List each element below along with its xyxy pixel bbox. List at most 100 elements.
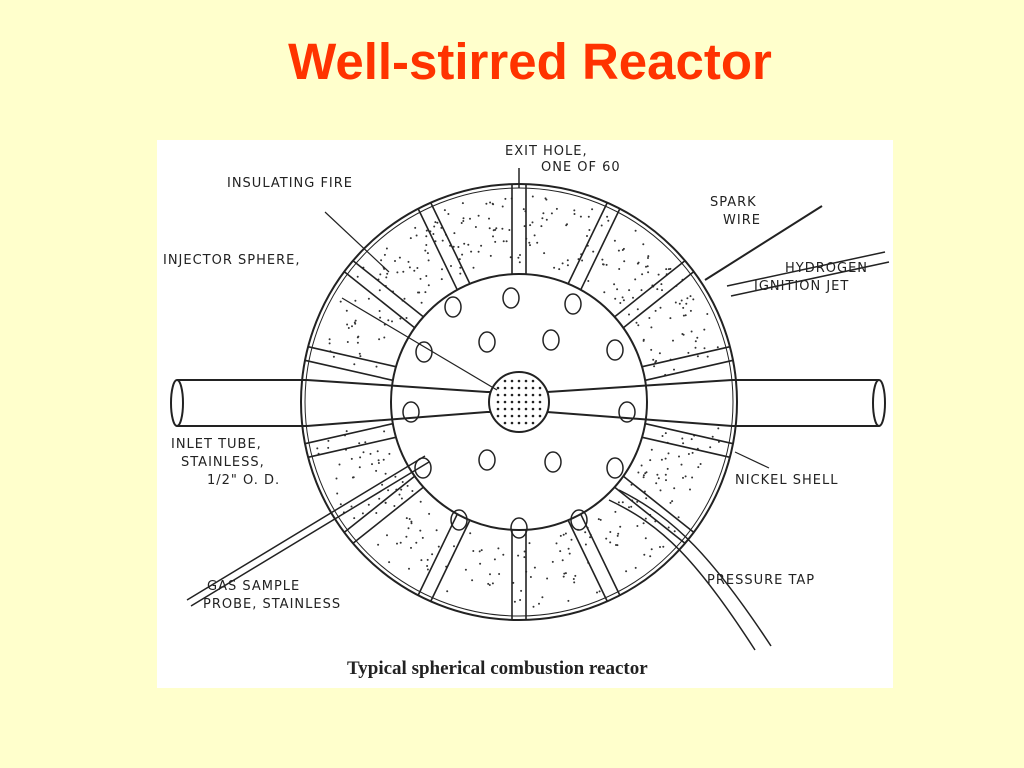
brick-speckle (661, 435, 664, 437)
brick-speckle (517, 554, 520, 557)
brick-speckle (377, 459, 380, 462)
brick-speckle (359, 456, 362, 459)
brick-speckle (517, 256, 520, 259)
brick-speckle (357, 335, 360, 338)
injector-hole (570, 509, 588, 531)
brick-speckle (345, 309, 348, 312)
injector-hole (450, 509, 468, 531)
brick-speckle (538, 602, 540, 605)
brick-speckle (425, 229, 428, 232)
exit-hole-channel-wall (417, 513, 458, 596)
brick-speckle (630, 505, 633, 508)
injector-jet-dot (517, 407, 521, 411)
brick-speckle (388, 452, 391, 455)
brick-speckle (669, 317, 672, 320)
brick-speckle (671, 500, 674, 503)
exit-hole-channel-wall (642, 345, 731, 368)
exit-hole-channel-wall (580, 513, 621, 596)
brick-speckle (642, 474, 645, 477)
brick-speckle (591, 208, 594, 211)
label-insulating-fire: INSULATING FIRE (227, 176, 353, 191)
brick-speckle (505, 240, 508, 243)
injector-jet-dot (538, 414, 542, 418)
brick-speckle (613, 239, 616, 242)
brick-speckle (661, 289, 663, 292)
brick-speckle (385, 247, 388, 250)
brick-speckle (420, 559, 423, 562)
brick-speckle (437, 545, 440, 548)
brick-speckle (461, 253, 464, 256)
brick-speckle (427, 284, 430, 287)
brick-speckle (377, 543, 380, 546)
brick-speckle (597, 518, 600, 521)
brick-speckle (572, 578, 575, 580)
injector-hole (544, 451, 562, 473)
injector-jet-dot (496, 386, 500, 390)
exit-hole-channel-wall (614, 486, 686, 545)
injector-hole (510, 517, 528, 539)
brick-speckle (350, 457, 353, 460)
brick-speckle (684, 475, 687, 478)
brick-speckle (634, 566, 637, 569)
label-inlet-line2: STAINLESS, (181, 455, 265, 470)
brick-speckle (565, 224, 568, 227)
brick-speckle (673, 487, 676, 490)
brick-speckle (642, 476, 645, 479)
injector-hole (478, 331, 496, 353)
brick-speckle (400, 497, 403, 500)
brick-speckle (375, 469, 378, 472)
injector-jet-dot (510, 379, 514, 383)
brick-speckle (598, 590, 601, 593)
brick-speckle (477, 214, 480, 217)
brick-speckle (645, 497, 648, 500)
injector-jet-dot (510, 386, 514, 390)
brick-speckle (563, 572, 566, 575)
brick-speckle (644, 537, 647, 540)
brick-speckle (550, 212, 553, 215)
brick-speckle (694, 340, 697, 343)
brick-speckle (637, 261, 640, 264)
brick-speckle (441, 239, 444, 242)
brick-speckle (396, 271, 399, 274)
brick-speckle (553, 266, 556, 269)
brick-speckle (474, 226, 477, 228)
brick-speckle (369, 452, 372, 455)
brick-speckle (410, 522, 413, 525)
brick-speckle (589, 536, 592, 539)
brick-speckle (434, 240, 437, 243)
exit-hole-channel-wall (429, 202, 471, 284)
brick-speckle (562, 533, 565, 536)
injector-jet-dot (524, 386, 528, 390)
brick-speckle (489, 573, 491, 576)
brick-speckle (327, 446, 330, 449)
brick-speckle (410, 520, 413, 523)
brick-speckle (541, 217, 544, 220)
brick-speckle (696, 336, 699, 339)
brick-speckle (586, 235, 588, 237)
brick-speckle (386, 272, 389, 275)
brick-speckle (642, 522, 645, 525)
brick-speckle (681, 437, 684, 440)
brick-speckle (665, 479, 667, 482)
brick-speckle (645, 265, 647, 268)
brick-speckle (605, 537, 608, 540)
brick-speckle (637, 324, 640, 327)
injector-hole (606, 457, 624, 479)
brick-speckle (399, 317, 402, 320)
brick-speckle (566, 259, 569, 262)
injector-jet-dot (531, 386, 535, 390)
label-spark-line1: SPARK (710, 195, 757, 210)
brick-speckle (656, 288, 659, 291)
brick-speckle (650, 448, 653, 451)
brick-speckle (426, 565, 429, 567)
brick-speckle (650, 548, 653, 551)
brick-speckle (398, 493, 401, 496)
brick-speckle (460, 222, 463, 224)
injector-hole (564, 293, 582, 315)
brick-speckle (383, 430, 386, 433)
brick-speckle (518, 261, 521, 264)
brick-speckle (678, 302, 681, 305)
brick-speckle (672, 339, 674, 342)
injector-hole (444, 296, 462, 318)
brick-speckle (431, 553, 434, 556)
